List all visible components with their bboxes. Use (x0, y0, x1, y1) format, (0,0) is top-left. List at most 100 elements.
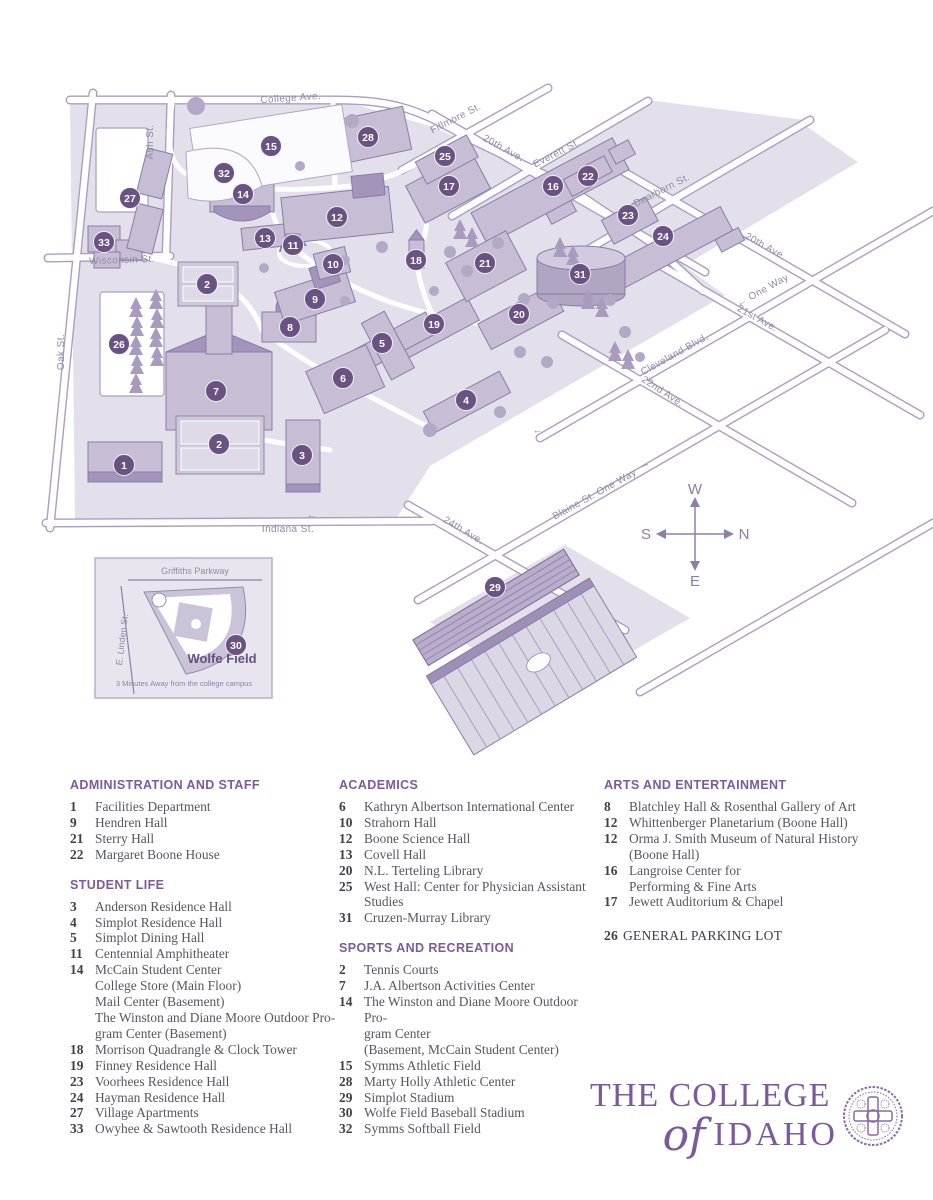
svg-text:32: 32 (218, 168, 230, 180)
map-marker-2: 2 (196, 273, 218, 295)
legend-section-title: ACADEMICS (339, 778, 419, 792)
map-marker-7: 7 (205, 380, 227, 402)
street-label: → (638, 457, 652, 472)
legend-item-name: Whittenberger Planetarium (Boone Hall) (629, 814, 848, 830)
svg-text:7: 7 (213, 386, 219, 398)
legend-item-name: Boone Science Hall (364, 830, 471, 846)
legend-item-number: 11 (70, 946, 83, 962)
svg-text:33: 33 (98, 237, 110, 249)
legend-item: 23 Voorhees Residence Hall (70, 1074, 338, 1090)
svg-text:16: 16 (547, 181, 559, 193)
svg-text:2: 2 (216, 439, 222, 451)
legend-item-number: 10 (339, 814, 353, 830)
compass-letter-n: N (739, 526, 750, 543)
legend-item-number: 13 (339, 846, 353, 862)
legend-item: 10 Strahorn Hall (339, 815, 601, 831)
map-marker-16: 16 (542, 175, 564, 197)
legend-item-number: 1 (70, 799, 77, 814)
map-marker-29: 29 (484, 576, 506, 598)
map-marker-31: 31 (569, 263, 591, 285)
legend-section-title: STUDENT LIFE (70, 877, 165, 892)
legend-item-name: N.L. Terteling Library (364, 862, 484, 878)
map-marker-12: 12 (326, 206, 348, 228)
map-marker-23: 23 (617, 204, 639, 226)
legend-item-number: 27 (70, 1105, 84, 1121)
legend-item-number: 2 (339, 962, 346, 978)
map-marker-3: 3 (291, 444, 313, 466)
map-marker-28: 28 (357, 126, 379, 148)
legend-item-name: Wolfe Field Baseball Stadium (364, 1105, 525, 1121)
legend-section-title: SPORTS AND RECREATION (339, 941, 515, 956)
map-marker-8: 8 (279, 316, 301, 338)
svg-text:11: 11 (287, 240, 298, 252)
legend-item-number: 23 (70, 1073, 84, 1089)
map-marker-27: 27 (119, 187, 141, 209)
legend-item-name: Hayman Residence Hall (95, 1089, 226, 1105)
map-marker-26: 26 (108, 333, 130, 355)
legend-item-name: Simplot Residence Hall (95, 914, 223, 930)
legend-item-name: Village Apartments (95, 1105, 199, 1121)
legend-item-name: Finney Residence Hall (95, 1057, 217, 1073)
legend-item-name: Morrison Quadrangle & Clock Tower (95, 1041, 297, 1057)
map-marker-15: 15 (260, 135, 282, 157)
legend-item-name: Symms Athletic Field (364, 1057, 481, 1073)
map-marker-11: 11 (282, 234, 304, 256)
street-label: 22nd Ave. (639, 374, 685, 409)
linden-st-line (120, 585, 135, 695)
logo-idaho: IDAHO (713, 1116, 838, 1153)
legend-item-name: Jewett Auditorium & Chapel (629, 894, 784, 910)
svg-text:28: 28 (362, 132, 374, 144)
legend-item-name: Voorhees Residence Hall (95, 1073, 230, 1089)
svg-text:14: 14 (237, 189, 249, 201)
legend-item-name: Hendren Hall (95, 814, 168, 830)
legend-item-name: Sterry Hall (95, 830, 155, 846)
legend-item-number: 7 (339, 978, 346, 994)
legend-item-number: 25 (339, 878, 353, 894)
legend-item-name: GENERAL PARKING LOT (623, 928, 783, 944)
map-marker-5: 5 (371, 332, 393, 354)
map-marker-21: 21 (474, 252, 496, 274)
compass-letter-s: S (641, 526, 651, 543)
street-label: Oak St. (56, 334, 67, 370)
map-marker-1: 1 (113, 454, 135, 476)
svg-text:19: 19 (428, 319, 440, 331)
map-marker-6: 6 (332, 367, 354, 389)
legend-item-name: Simplot Stadium (364, 1089, 455, 1105)
legend-item-number: 14 (70, 962, 84, 978)
legend-item-number: 12 (604, 830, 618, 846)
map-marker-4: 4 (455, 389, 477, 411)
compass-letter-w: W (688, 481, 703, 498)
legend-item-name: Strahorn Hall (364, 814, 437, 830)
svg-text:13: 13 (259, 233, 271, 245)
legend-item-name: Cruzen-Murray Library (364, 910, 491, 926)
map-marker-17: 17 (438, 175, 460, 197)
street-label: ← (307, 510, 317, 521)
street-label: ← (532, 424, 544, 436)
legend-item-name: The Winston and Diane Moore Outdoor Pro-… (364, 994, 578, 1057)
street-label: Ash St. (145, 124, 156, 159)
map-marker-14: 14 (232, 183, 254, 205)
legend-item-name: Kathryn Albertson International Center (364, 799, 575, 814)
svg-text:25: 25 (439, 151, 451, 163)
